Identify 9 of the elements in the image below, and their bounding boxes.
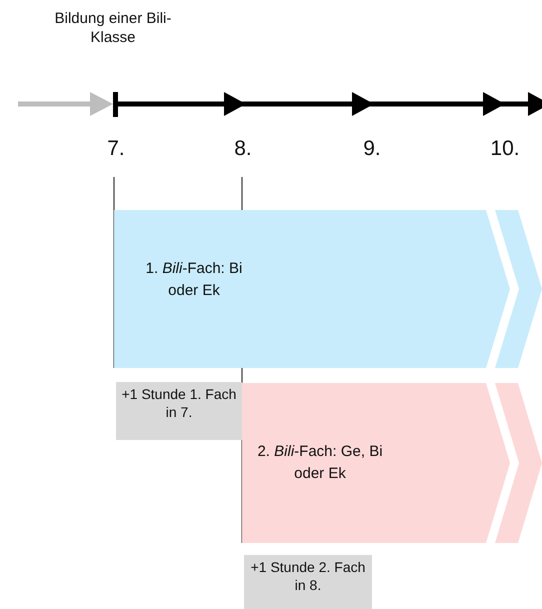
grade-label: 9. xyxy=(362,136,382,162)
band-label: 2. Bili-Fach: Ge, Bi oder Ek xyxy=(256,442,384,484)
grade-label: 10. xyxy=(489,136,521,162)
timeline-caption: Bildung einer Bili-Klasse xyxy=(54,10,172,48)
band-label: 1. Bili-Fach: Bi oder Ek xyxy=(144,259,244,301)
grade-label: 8. xyxy=(233,136,253,162)
hours-note: +1 Stunde 2. Fach in 8. xyxy=(244,555,372,609)
grade-label: 7. xyxy=(106,136,126,162)
hours-note: +1 Stunde 1. Fach in 7. xyxy=(116,382,242,440)
